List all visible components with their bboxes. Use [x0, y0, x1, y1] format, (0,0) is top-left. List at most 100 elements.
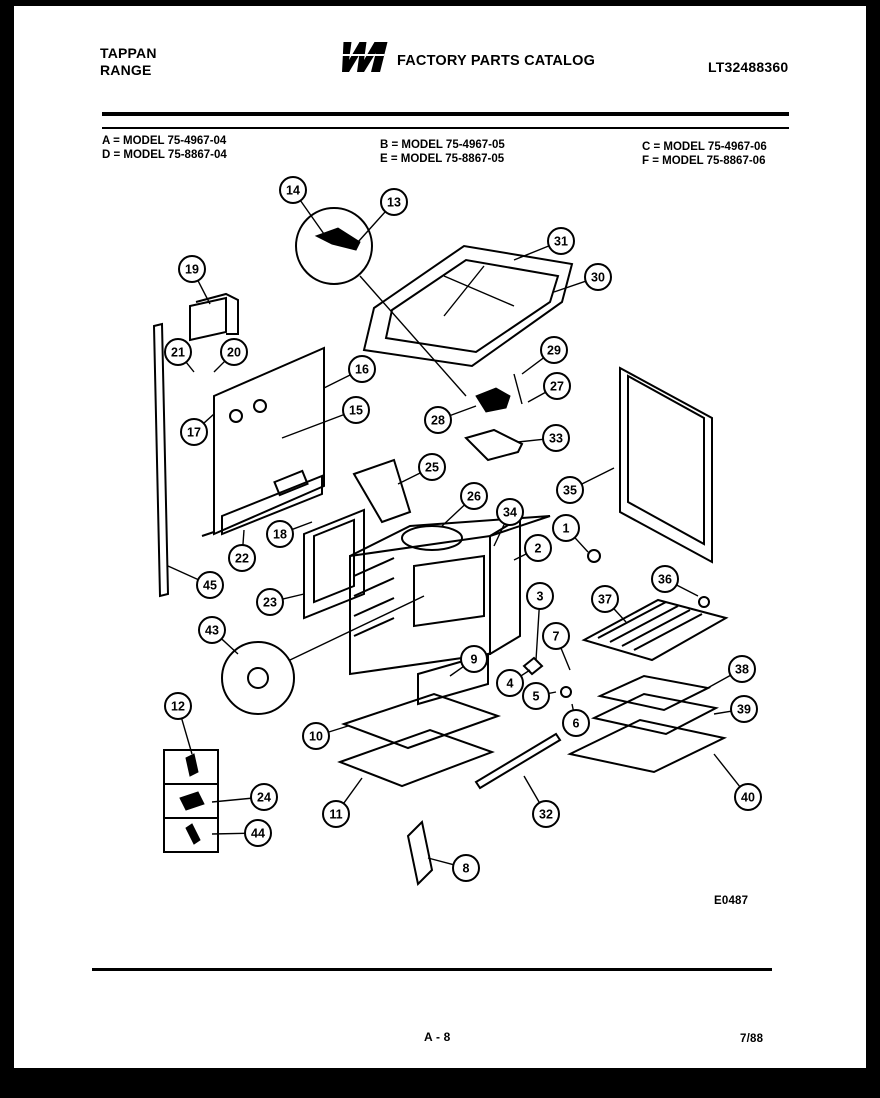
callout-bubble-40 — [734, 783, 762, 811]
callout-bubble-31 — [547, 227, 575, 255]
callout-bubble-13 — [380, 188, 408, 216]
callout-leader-32 — [523, 775, 541, 804]
callout-labels: 1234567891011121314151617181920212223242… — [164, 176, 762, 882]
model-a: A = MODEL 75-4967-04 — [102, 135, 227, 147]
callout-number-25: 25 — [425, 461, 439, 475]
callout-bubble-45 — [196, 571, 224, 599]
part-40-broiler-drawer — [566, 718, 728, 774]
part-35-door-panel — [619, 366, 713, 564]
part-45-trim-strip — [152, 322, 170, 598]
callout-19: 19 — [178, 255, 211, 305]
callout-number-36: 36 — [658, 573, 672, 587]
top-crease-2 — [443, 265, 485, 317]
callout-number-27: 27 — [550, 380, 564, 394]
callout-29: 29 — [521, 336, 568, 375]
callout-bubble-14 — [279, 176, 307, 204]
oven-cavity — [413, 554, 485, 628]
callout-number-26: 26 — [467, 490, 481, 504]
callout-number-15: 15 — [349, 404, 363, 418]
panel-window — [273, 469, 309, 497]
callout-number-44: 44 — [251, 827, 265, 841]
callout-44: 44 — [211, 819, 272, 847]
callout-30: 30 — [553, 263, 612, 293]
footer-rule — [92, 968, 772, 971]
callout-bubble-12 — [164, 692, 192, 720]
callout-bubble-15 — [342, 396, 370, 424]
part-23-door-frame — [303, 508, 365, 620]
callout-22: 22 — [228, 529, 256, 572]
callout-number-9: 9 — [471, 653, 478, 667]
callout-bubble-27 — [543, 372, 571, 400]
callout-leader-5 — [548, 691, 557, 695]
callout-number-39: 39 — [737, 703, 751, 717]
callout-31: 31 — [513, 227, 575, 261]
callout-4: 4 — [496, 669, 531, 697]
part-19-flange — [195, 292, 239, 335]
callout-leader-16 — [323, 374, 351, 389]
callout-bubble-26 — [460, 482, 488, 510]
callout-leader-9 — [449, 665, 464, 677]
callout-number-22: 22 — [235, 552, 249, 566]
callout-leader-3 — [535, 608, 540, 661]
callout-bubble-3 — [526, 582, 554, 610]
callout-leader-34 — [493, 523, 506, 547]
callout-bubble-8 — [452, 854, 480, 882]
callout-bubble-4 — [496, 669, 524, 697]
brand-line-1: TAPPAN — [100, 45, 157, 61]
callout-8: 8 — [427, 854, 480, 882]
callout-bubble-25 — [418, 453, 446, 481]
callout-number-34: 34 — [503, 506, 517, 520]
part-29-tube — [513, 373, 523, 405]
callout-12: 12 — [164, 692, 193, 755]
date-code: 7/88 — [740, 1033, 764, 1045]
callout-leader-18 — [291, 521, 313, 531]
part-39-broiler-pan — [590, 692, 720, 736]
callout-leader-35 — [581, 467, 615, 485]
callout-leader-43 — [221, 638, 239, 655]
callout-28: 28 — [424, 405, 477, 434]
callout-leader-29 — [521, 357, 545, 375]
part-33-plate — [464, 428, 524, 462]
callout-number-10: 10 — [309, 730, 323, 744]
callout-10: 10 — [302, 722, 349, 750]
callout-number-13: 13 — [387, 196, 401, 210]
exploded-parts-diagram: 1234567891011121314151617181920212223242… — [152, 176, 762, 887]
callout-bubble-5 — [522, 682, 550, 710]
part-1-knob — [587, 549, 601, 563]
part-11-base — [337, 728, 495, 788]
callout-leader-36 — [676, 584, 699, 597]
oven-rack-guides — [353, 557, 395, 637]
callout-leader-22 — [242, 529, 245, 546]
inset-leader-43 — [289, 595, 425, 661]
callout-bubble-32 — [532, 800, 560, 828]
callout-leader-4 — [520, 669, 531, 677]
part-2-oven-side — [489, 516, 521, 655]
callout-bubble-9 — [460, 645, 488, 673]
callout-leader-14 — [299, 200, 325, 235]
callout-bubble-35 — [556, 476, 584, 504]
callout-34: 34 — [493, 498, 524, 547]
callout-6: 6 — [562, 703, 590, 737]
callout-bubble-37 — [591, 585, 619, 613]
callout-leader-19 — [197, 280, 211, 305]
model-e: E = MODEL 75-8867-05 — [380, 153, 505, 165]
callout-leader-2 — [513, 553, 527, 561]
part-36-foot — [698, 596, 710, 608]
model-c: C = MODEL 75-4967-06 — [642, 141, 767, 153]
callout-bubble-36 — [651, 565, 679, 593]
callout-leader-23 — [282, 593, 305, 600]
callout-leader-21 — [185, 361, 195, 373]
callout-26: 26 — [441, 482, 488, 527]
part-16-panel-edge — [201, 396, 215, 537]
part-32-rail — [474, 732, 562, 790]
callout-2: 2 — [513, 534, 552, 562]
callout-leader-39 — [713, 710, 732, 715]
model-f: F = MODEL 75-8867-06 — [642, 155, 766, 167]
callout-32: 32 — [523, 775, 560, 828]
callout-18: 18 — [266, 520, 313, 548]
callout-bubble-10 — [302, 722, 330, 750]
callout-3: 3 — [526, 582, 554, 661]
callout-leader-30 — [553, 280, 586, 293]
part-22-panel-bottom — [221, 474, 323, 536]
callout-bubble-7 — [542, 622, 570, 650]
